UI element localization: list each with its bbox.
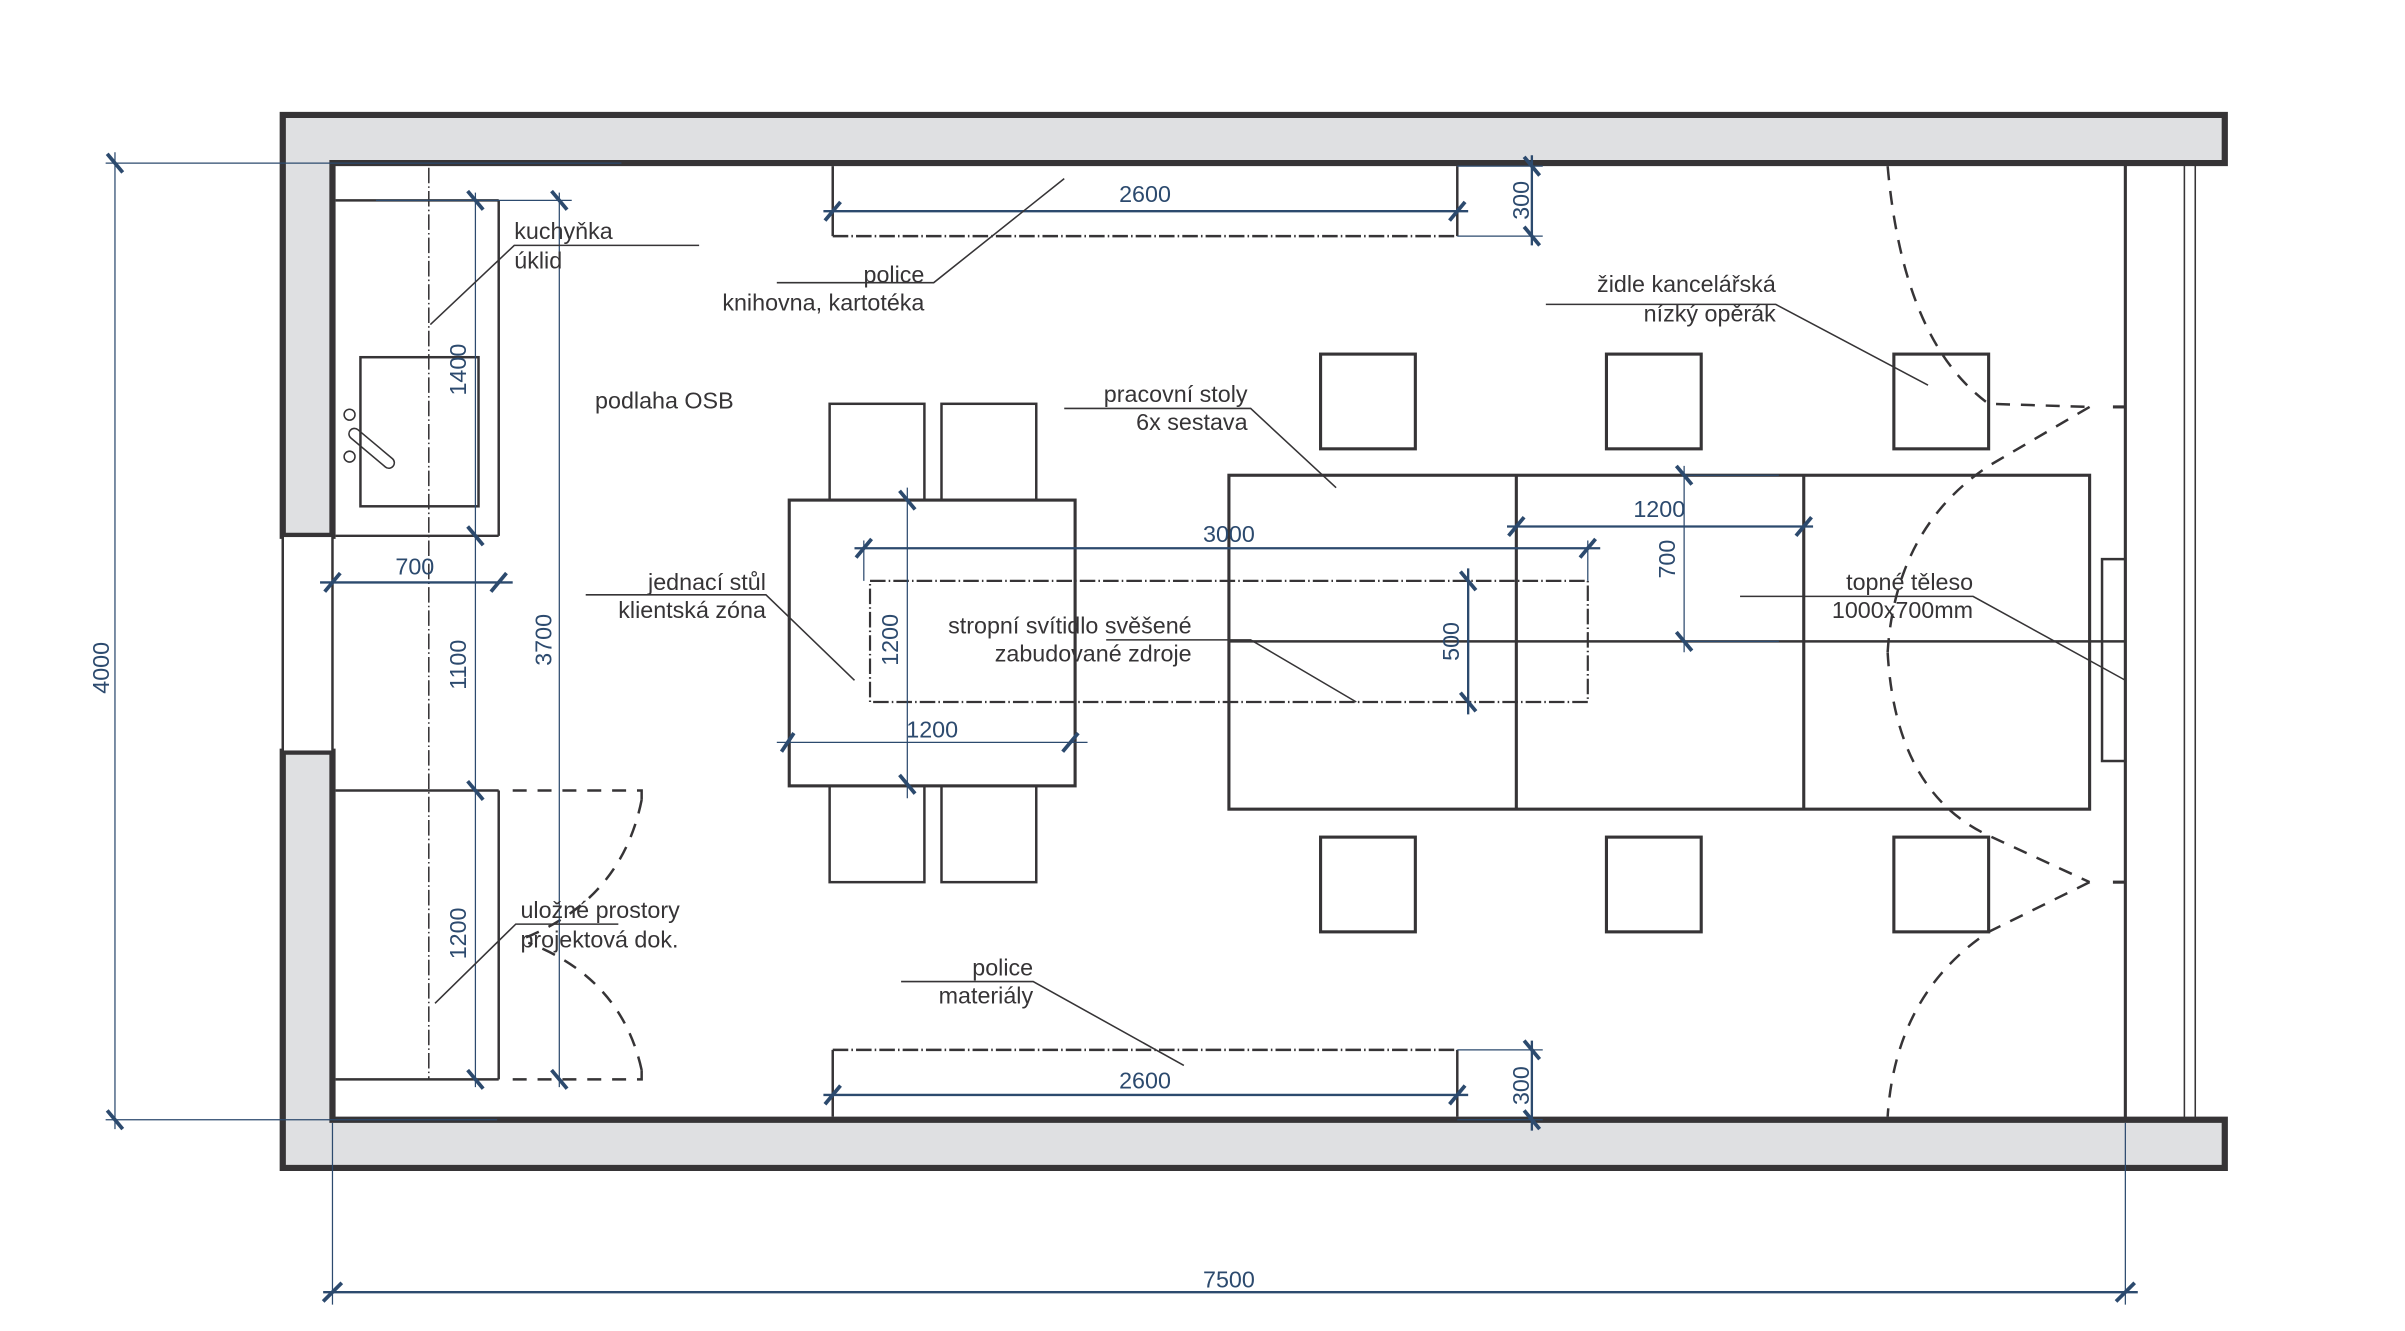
desk-chair	[1892, 835, 1991, 934]
kitchen	[335, 167, 500, 1080]
dimension-labels: 4000 7500 2600 300 2600 300 1400 700 110…	[88, 181, 1685, 1293]
meeting-table	[787, 402, 1077, 884]
label-shelf-top: police	[864, 262, 925, 288]
desk-chair	[1319, 835, 1417, 934]
wall-bottom	[279, 748, 2228, 1172]
dim-shelf-top-length: 2600	[1119, 181, 1171, 207]
label-kitchen-sub: úklid	[514, 248, 562, 274]
desk-chair	[1604, 352, 1703, 451]
dim-shelf-top-depth: 300	[1508, 181, 1534, 220]
dim-lamp-width: 500	[1438, 622, 1464, 661]
dim-cabinet-run: 3700	[531, 614, 557, 666]
faucet-icon	[343, 408, 356, 421]
label-shelf-bottom-sub: materiály	[939, 982, 1034, 1008]
wall-left-opening	[281, 534, 334, 753]
table	[787, 498, 1077, 788]
dimensions	[105, 152, 2138, 1305]
dim-shelf-bottom-depth: 300	[1508, 1066, 1534, 1105]
radiator	[2100, 557, 2127, 763]
label-desks: pracovní stoly	[1104, 381, 1248, 407]
dim-storage-length: 1200	[445, 907, 471, 959]
label-shelf-bottom: police	[972, 954, 1033, 980]
label-meeting-table: jednací stůl	[647, 569, 766, 595]
label-storage-sub: projektová dok.	[520, 926, 678, 952]
dim-desk-width: 1200	[1633, 496, 1685, 522]
shelf-bottom	[831, 1048, 1459, 1117]
label-desks-sub: 6x sestava	[1136, 409, 1247, 435]
door-swings-right	[1886, 166, 2126, 1117]
work-desks	[1227, 352, 2126, 934]
desk-chair	[1319, 352, 1417, 451]
label-meeting-table-sub: klientská zóna	[618, 597, 766, 623]
desk-chair	[1604, 835, 1703, 934]
wall-top	[279, 111, 2228, 539]
chair	[940, 402, 1038, 502]
dim-kitchen-length: 1400	[445, 344, 471, 396]
dim-kitchen-depth: 700	[395, 554, 434, 580]
storage	[335, 789, 643, 1081]
door-swing	[527, 941, 643, 1071]
dim-table-width: 1200	[906, 717, 958, 743]
chair	[828, 402, 926, 502]
annotations: kuchyňka úklid police knihovna, kartoték…	[514, 218, 1973, 1008]
dim-gap: 1100	[445, 640, 471, 690]
label-radiator: topné těleso	[1846, 569, 1973, 595]
dim-shelf-bottom-length: 2600	[1119, 1068, 1171, 1094]
label-radiator-sub: 1000x700mm	[1832, 597, 1973, 623]
shelf-top	[831, 166, 1459, 238]
dim-room-depth: 4000	[88, 642, 114, 694]
label-lamp-sub: zabudované zdroje	[995, 641, 1192, 667]
leaders	[429, 177, 2126, 1067]
label-shelf-top-sub: knihovna, kartotéka	[722, 290, 924, 316]
desk-chair	[1892, 352, 1991, 451]
label-chair-sub: nízký opěrák	[1644, 300, 1776, 326]
dim-lamp-length: 3000	[1203, 521, 1255, 547]
dim-table-depth: 1200	[877, 614, 903, 666]
dim-desk-depth: 700	[1654, 540, 1680, 579]
chair	[828, 784, 926, 884]
label-storage: uložné prostory	[520, 897, 680, 923]
label-lamp: stropní svítidlo svěšené	[948, 613, 1191, 639]
label-chair: židle kancelářská	[1597, 271, 1776, 297]
label-floor: podlaha OSB	[595, 387, 734, 413]
dim-room-width: 7500	[1203, 1267, 1255, 1293]
chair	[940, 784, 1038, 884]
label-kitchen: kuchyňka	[514, 218, 612, 244]
